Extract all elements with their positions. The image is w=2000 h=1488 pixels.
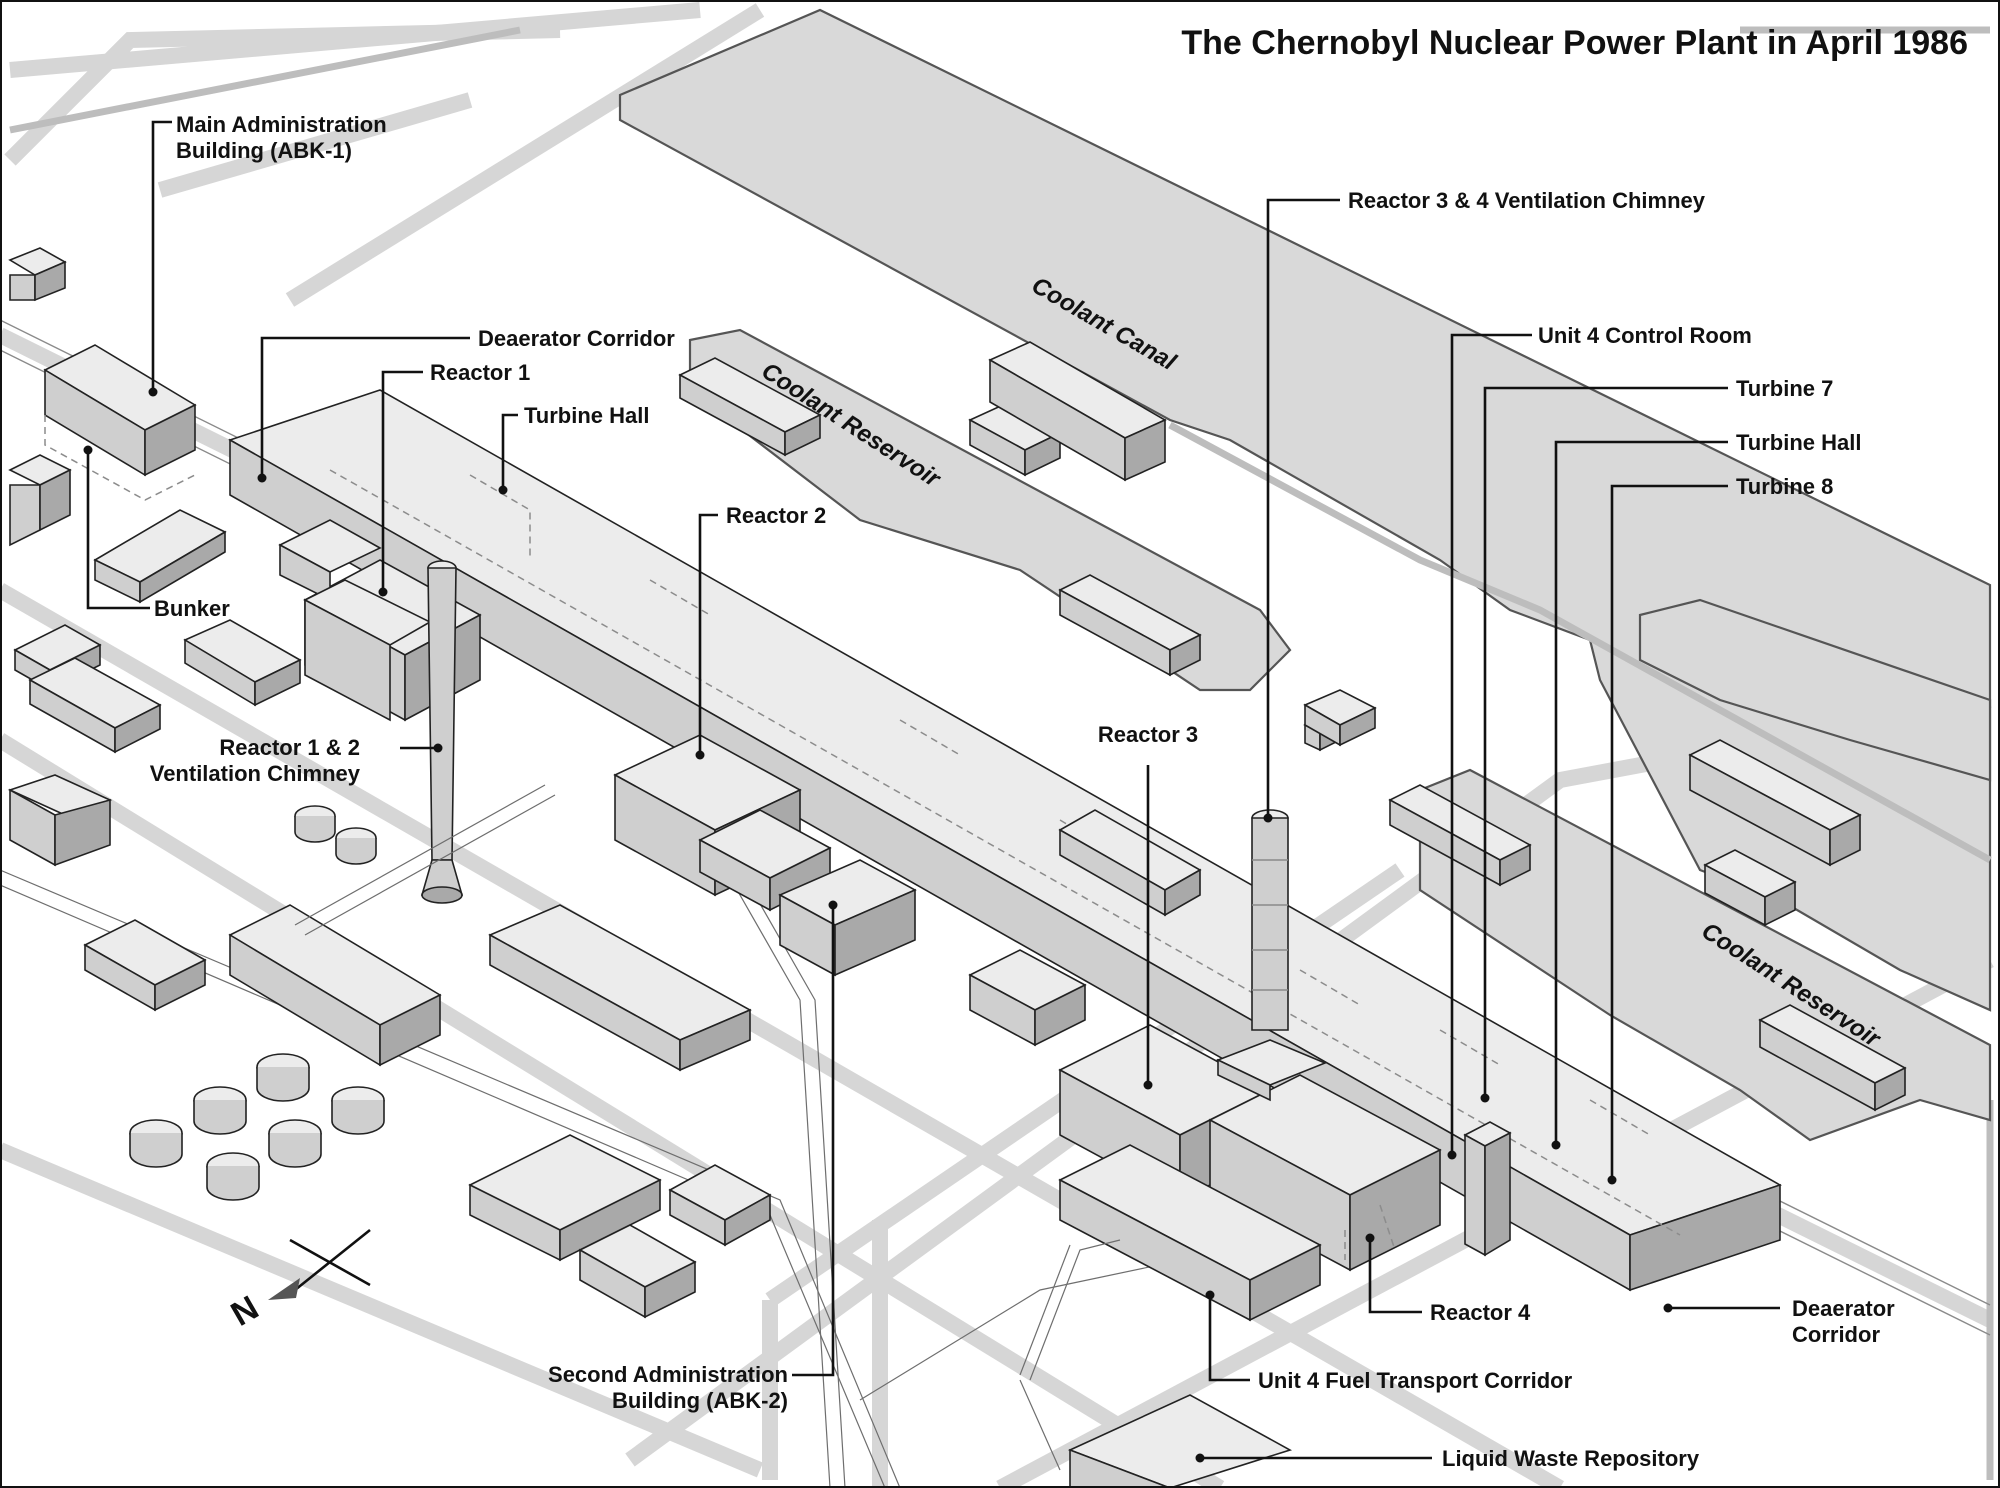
page-title: The Chernobyl Nuclear Power Plant in Apr…	[1181, 24, 1968, 62]
storage-tanks	[129, 805, 385, 1201]
small-building	[183, 619, 302, 707]
small-building	[83, 919, 207, 1012]
tank	[335, 827, 377, 865]
label-second-admin-line2: Building (ABK-2)	[612, 1388, 788, 1413]
tank	[268, 1119, 322, 1168]
small-building	[8, 454, 72, 547]
label-turbine-8: Turbine 8	[1736, 474, 1833, 499]
small-building	[678, 357, 822, 457]
small-building	[7, 774, 113, 867]
label-second-admin-line1: Second Administration	[548, 1362, 788, 1387]
label-deaerator-corridor-2-line2: Corridor	[1792, 1322, 1880, 1347]
small-building	[1058, 574, 1202, 677]
road	[0, 1142, 764, 1478]
label-liquid-waste: Liquid Waste Repository	[1442, 1446, 1700, 1471]
label-reactor-4: Reactor 4	[1430, 1300, 1531, 1325]
small-building	[1703, 849, 1797, 927]
unit4-auxiliary-block	[1058, 1144, 1322, 1322]
liquid-waste-repository-building	[1067, 1394, 1293, 1488]
bunker-building	[93, 509, 227, 604]
road	[0, 583, 1564, 1488]
small-building	[968, 403, 1062, 477]
label-main-admin-line1: Main Administration	[176, 112, 387, 137]
coolant-reservoir-west	[688, 328, 1292, 692]
small-building	[28, 657, 162, 754]
label-turbine-hall-1: Turbine Hall	[524, 403, 650, 428]
label-unit4-fuel-corridor: Unit 4 Fuel Transport Corridor	[1258, 1368, 1573, 1393]
reactor-1-tall-block	[303, 579, 432, 722]
coolant-canal-branch	[1638, 598, 1992, 782]
tank	[193, 1086, 247, 1135]
label-reactor-3: Reactor 3	[1098, 722, 1198, 747]
label-reactor-2: Reactor 2	[726, 503, 826, 528]
tank	[206, 1152, 260, 1201]
railway	[734, 859, 846, 1488]
small-building	[1303, 689, 1377, 747]
fuel-transport-gantry	[294, 784, 1121, 1471]
label-turbine-7: Turbine 7	[1736, 376, 1833, 401]
label-chimney-12-line2: Ventilation Chimney	[150, 761, 361, 786]
tank	[331, 1086, 385, 1135]
second-admin-building-abk2	[778, 859, 917, 977]
small-building	[1058, 809, 1202, 917]
label-unit4-control-room: Unit 4 Control Room	[1538, 323, 1752, 348]
label-main-admin-line2: Building (ABK-1)	[176, 138, 352, 163]
label-bunker: Bunker	[154, 596, 230, 621]
label-turbine-hall-2: Turbine Hall	[1736, 430, 1862, 455]
road	[0, 733, 1225, 1488]
small-building	[1758, 1004, 1907, 1112]
tank	[256, 1053, 310, 1102]
perimeter-wall	[9, 26, 521, 134]
outfall-channel	[1168, 421, 1992, 864]
main-admin-building-abk1	[43, 344, 197, 501]
small-building	[8, 247, 67, 302]
label-deaerator-corridor-2-line1: Deaerator	[1792, 1296, 1895, 1321]
label-deaerator-corridor-1: Deaerator Corridor	[478, 326, 675, 351]
small-building	[228, 904, 442, 1067]
chimney-reactor-3-4	[1215, 809, 1328, 1102]
label-chimney-34: Reactor 3 & 4 Ventilation Chimney	[1348, 188, 1706, 213]
label-reactor-1: Reactor 1	[430, 360, 530, 385]
tank	[129, 1119, 183, 1168]
road	[157, 92, 473, 198]
small-building	[668, 1164, 772, 1247]
small-building	[488, 904, 752, 1072]
label-chimney-12-line1: Reactor 1 & 2	[219, 735, 360, 760]
small-building	[968, 949, 1087, 1047]
unit4-control-room-tower	[1463, 1121, 1512, 1257]
pump-station	[988, 341, 1167, 482]
small-building	[468, 1134, 662, 1262]
railway	[719, 859, 831, 1488]
tank	[294, 805, 336, 843]
compass-north-letter: N	[225, 1289, 265, 1334]
small-building	[1388, 784, 1532, 887]
small-building	[578, 1224, 697, 1319]
pump-station	[1688, 739, 1862, 867]
chimney-reactor-1-2	[420, 560, 464, 904]
road	[285, 3, 765, 307]
